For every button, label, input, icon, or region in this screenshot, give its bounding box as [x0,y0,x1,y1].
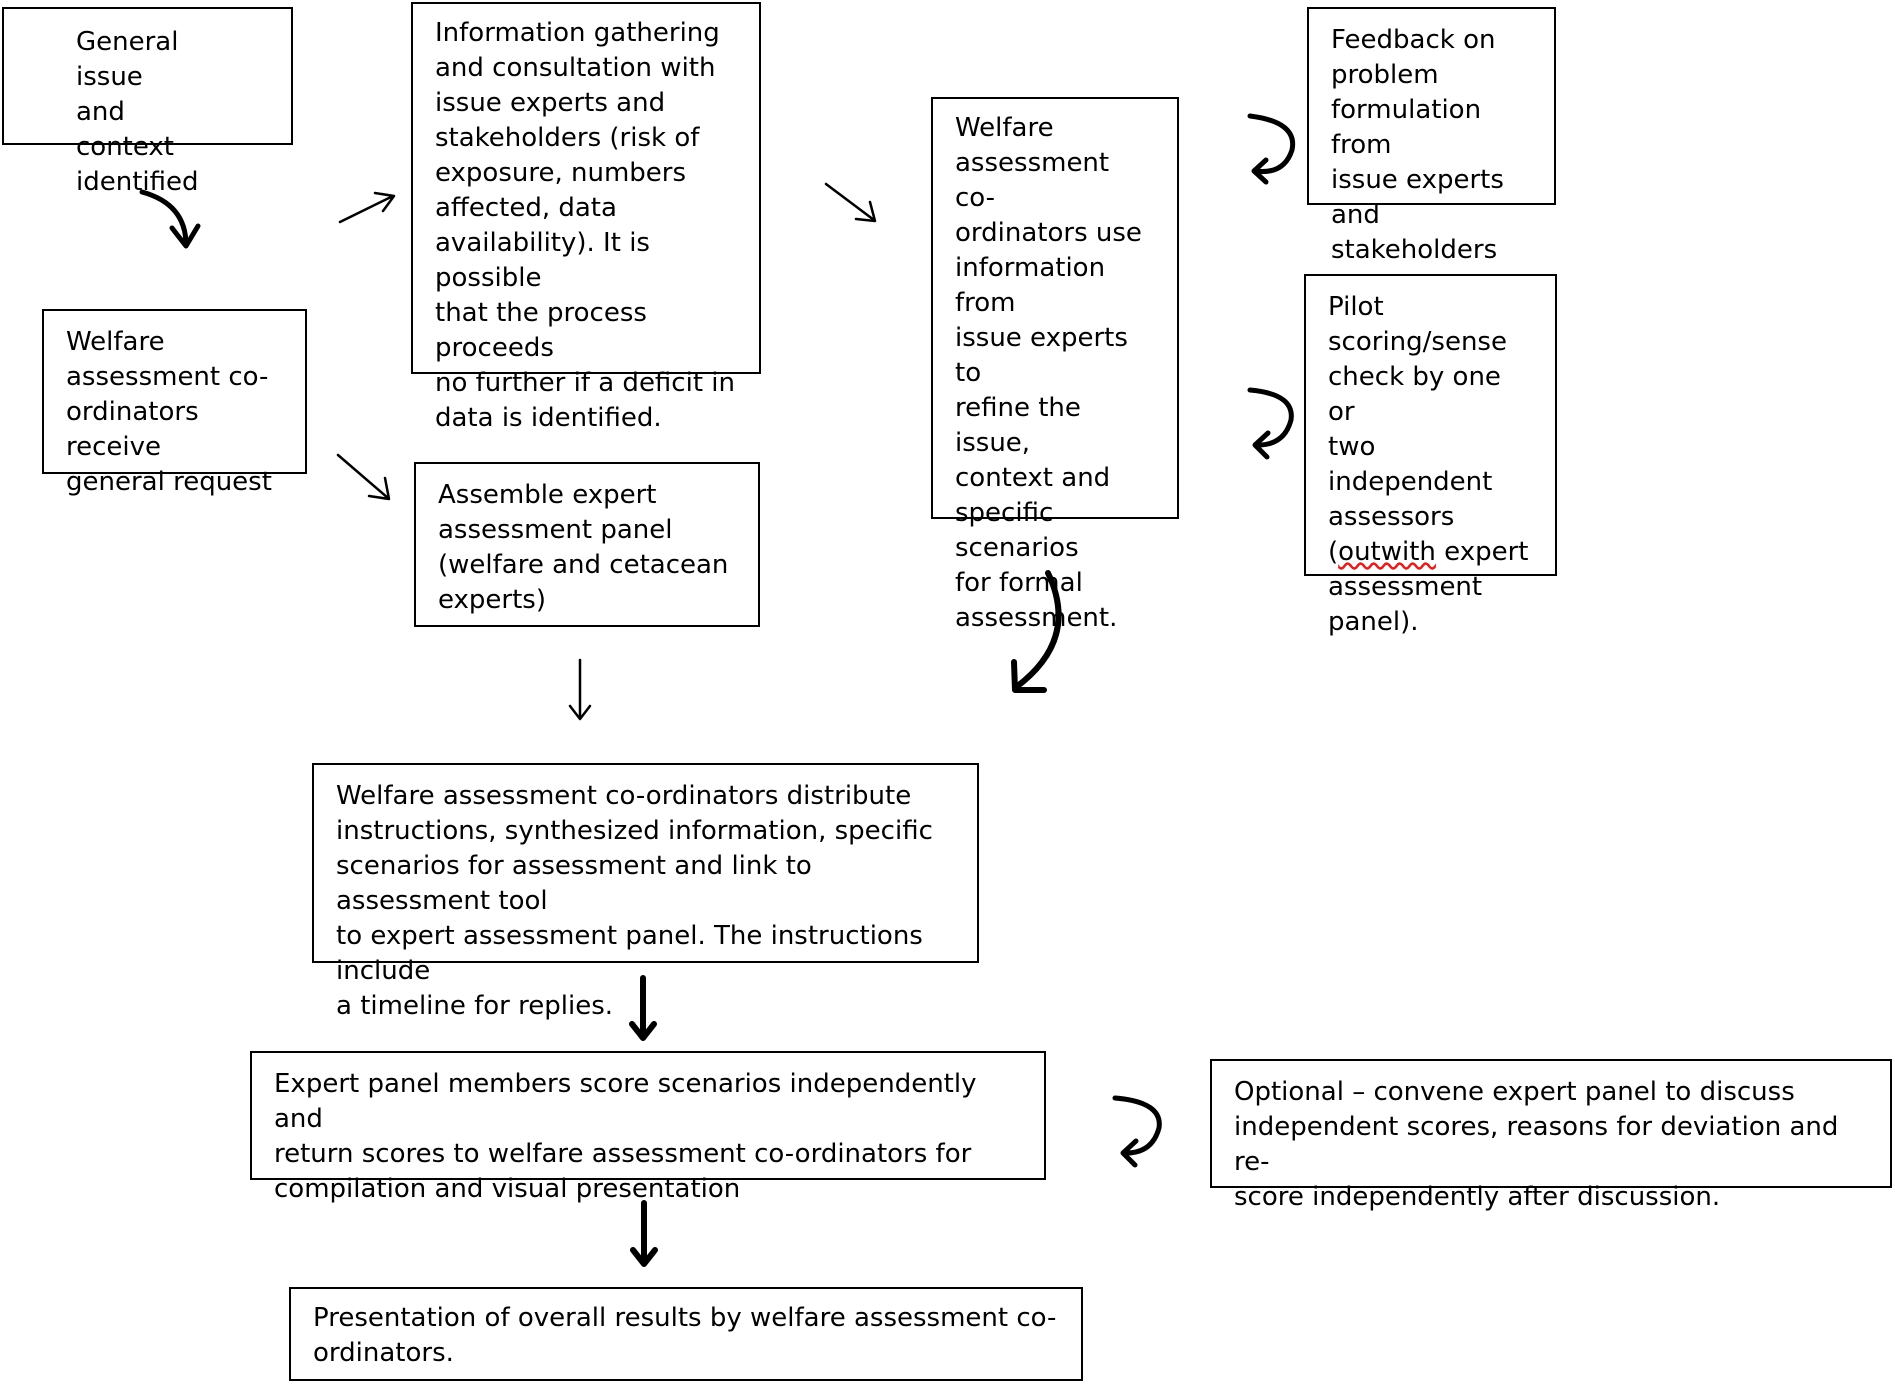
arrow-distribute-to-score [629,975,657,1041]
pilot-text-start: Pilot scoring/sense check by one or two … [1328,292,1507,567]
pilot-text-end: expert assessment panel). [1328,537,1529,637]
box-feedback: Feedback on problem formulation from iss… [1307,7,1556,265]
loop-arrow-feedback [1247,113,1296,185]
box-info-gathering: Information gathering and consultation w… [411,2,761,433]
box-distribute: Welfare assessment co-ordinators distrib… [312,763,979,1021]
pilot-text-outwith: outwith [1338,537,1436,567]
arrow-assemble-to-distribute [568,658,592,721]
box-refine-issue: Welfare assessment co- ordinators use in… [931,97,1179,633]
arrow-score-to-presentation [630,1200,658,1267]
box-assemble-panel: Assemble expert assessment panel (welfar… [414,462,760,627]
arrow-general-to-receive [139,189,201,249]
arrow-receive-to-info [338,191,396,224]
box-general-issue: General issue and context identified [2,7,293,197]
box-presentation: Presentation of overall results by welfa… [289,1287,1083,1381]
loop-arrow-optional [1112,1095,1162,1168]
arrow-info-to-refine [824,182,877,223]
box-pilot-scoring: Pilot scoring/sense check by one or two … [1304,274,1557,637]
box-receive-request: Welfare assessment co- ordinators receiv… [42,309,307,497]
box-score-scenarios: Expert panel members score scenarios ind… [250,1051,1046,1204]
box-optional: Optional – convene expert panel to discu… [1210,1059,1892,1212]
loop-arrow-pilot [1247,387,1294,460]
arrow-receive-to-assemble [336,453,391,501]
